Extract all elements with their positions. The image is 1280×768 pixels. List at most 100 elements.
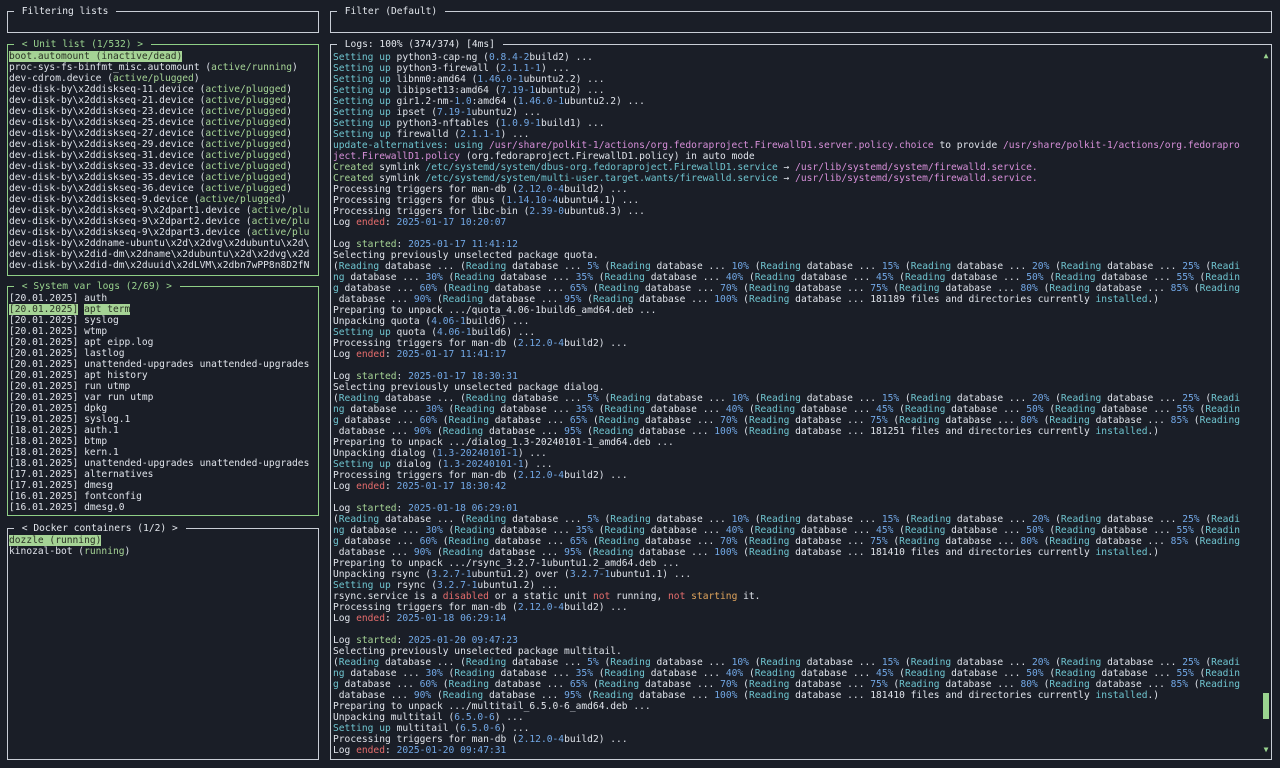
var-log-item[interactable]: [20.01.2025] syslog [9, 315, 317, 326]
scroll-down-arrow-icon[interactable]: ▼ [1263, 745, 1269, 754]
log-line-segment: Reading [748, 415, 790, 426]
log-line-segment: 7.19-1 [500, 85, 536, 96]
log-line-segment: it. [737, 591, 761, 602]
log-line-segment: disabled [442, 591, 489, 602]
unit-list-item[interactable]: dev-disk-by\x2did-dm\x2duuid\x2dLVM\x2db… [9, 260, 317, 271]
var-log-item[interactable]: [20.01.2025] dpkg [9, 403, 317, 414]
log-line-segment: : [396, 503, 409, 514]
log-line-segment: 45% [876, 525, 894, 536]
var-log-item[interactable]: [20.01.2025] unattended-upgrades unatten… [9, 359, 317, 370]
var-log-item[interactable]: [19.01.2025] syslog.1 [9, 414, 317, 425]
var-log-item[interactable]: [17.01.2025] dmesg [9, 480, 317, 491]
docker-containers-panel[interactable]: < Docker containers (1/2) > dozzle (runn… [7, 522, 319, 760]
unit-list-item[interactable]: dev-disk-by\x2ddiskseq-29.device (active… [9, 139, 317, 150]
var-log-item[interactable]: [20.01.2025] lastlog [9, 348, 317, 359]
unit-list-item[interactable]: dev-disk-by\x2ddiskseq-31.device (active… [9, 150, 317, 161]
unit-list-item[interactable]: dev-disk-by\x2ddiskseq-23.device (active… [9, 106, 317, 117]
var-log-item[interactable]: [20.01.2025] auth [9, 293, 317, 304]
unit-list-item[interactable]: proc-sys-fs-binfmt_misc.automount (activ… [9, 62, 317, 73]
unit-list-item-segment: dev-disk-by\x2ddiskseq-21.device ( [9, 95, 206, 106]
log-line-segment: 70% [720, 679, 738, 690]
filtering-lists-input[interactable]: Filtering lists [7, 5, 319, 33]
log-line-segment: Reading [442, 690, 484, 701]
var-log-item[interactable]: [20.01.2025] run utmp [9, 381, 317, 392]
log-line-segment: 1.0.9-1 [500, 118, 541, 129]
docker-container-item[interactable]: kinozal-bot (running) [9, 546, 317, 557]
var-log-item[interactable]: [18.01.2025] unattended-upgrades unatten… [9, 458, 317, 469]
unit-list-item[interactable]: dev-disk-by\x2ddiskseq-21.device (active… [9, 95, 317, 106]
unit-list: boot.automount (inactive/dead)proc-sys-f… [9, 51, 317, 273]
log-line-segment: Reading [1199, 536, 1240, 547]
log-line-segment: Reading [598, 679, 640, 690]
unit-list-item[interactable]: dev-disk-by\x2ddiskseq-9\x2dpart3.device… [9, 227, 317, 238]
unit-list-item[interactable]: dev-disk-by\x2ddiskseq-35.device (active… [9, 172, 317, 183]
log-line-segment: build2) ... [564, 734, 628, 745]
log-line-segment: database ... [333, 547, 414, 558]
log-line: Log ended: 2025-01-17 10:20:07 [333, 217, 1259, 228]
system-var-logs-panel[interactable]: < System var logs (2/69) > [20.01.2025] … [7, 280, 319, 516]
log-line-segment: Reading [338, 261, 380, 272]
unit-list-item[interactable]: dev-disk-by\x2ddiskseq-27.device (active… [9, 128, 317, 139]
log-line: database ... 90% (Reading database ... 9… [333, 690, 1259, 701]
var-log-item[interactable]: [17.01.2025] alternatives [9, 469, 317, 480]
var-log-item[interactable]: [20.01.2025] apt eipp.log [9, 337, 317, 348]
var-log-date: [20.01.2025] [9, 392, 79, 403]
log-line: ng database ... 30% (Reading database ..… [333, 272, 1259, 283]
unit-list-item[interactable]: dev-cdrom.device (active/plugged) [9, 73, 317, 84]
log-line-segment: Reading [610, 261, 651, 272]
log-line: (Reading database ... (Reading database … [333, 514, 1259, 525]
log-line-segment: 60% [419, 679, 437, 690]
log-line-segment: /etc/systemd/system/dbus-org.fedoraproje… [425, 162, 778, 173]
unit-list-item[interactable]: dev-disk-by\x2ddiskseq-9.device (active/… [9, 194, 317, 205]
log-line: Processing triggers for libc-bin (2.39-0… [333, 206, 1259, 217]
log-line-segment: python3-cap-ng ( [396, 52, 489, 63]
var-log-item[interactable]: [18.01.2025] kern.1 [9, 447, 317, 458]
var-log-item[interactable]: [20.01.2025] wtmp [9, 326, 317, 337]
unit-list-item-segment: active/plugged [205, 183, 287, 194]
unit-list-item[interactable]: dev-disk-by\x2ddiskseq-33.device (active… [9, 161, 317, 172]
logs-panel[interactable]: Logs: 100% (374/374) [4ms] Setting up py… [330, 38, 1272, 760]
unit-list-item[interactable]: boot.automount (inactive/dead) [9, 51, 317, 62]
log-line-segment: ( [592, 404, 605, 415]
log-line [333, 228, 1259, 239]
logs-scrollbar[interactable]: ▲ ▼ [1262, 51, 1270, 755]
log-line-segment: ng [333, 668, 345, 679]
log-line: Selecting previously unselected package … [333, 250, 1259, 261]
log-line-segment: 55% [1176, 272, 1194, 283]
log-line-segment: 15% [881, 393, 900, 404]
unit-list-panel[interactable]: < Unit list (1/532) > boot.automount (in… [7, 38, 319, 276]
var-log-date: [17.01.2025] [9, 469, 79, 480]
var-log-item[interactable]: [20.01.2025] apt term [9, 304, 317, 315]
scroll-up-arrow-icon[interactable]: ▲ [1263, 51, 1269, 60]
var-log-item[interactable]: [20.01.2025] var run utmp [9, 392, 317, 403]
unit-list-item[interactable]: dev-disk-by\x2ddiskseq-25.device (active… [9, 117, 317, 128]
log-line-segment: running, [610, 591, 669, 602]
log-line-segment: Reading [760, 393, 801, 404]
unit-list-item[interactable]: dev-disk-by\x2ddiskseq-11.device (active… [9, 84, 317, 95]
unit-list-item-segment: ) [286, 150, 293, 161]
var-log-item[interactable]: [18.01.2025] btmp [9, 436, 317, 447]
logs-scrollbar-thumb[interactable] [1263, 693, 1269, 719]
log-line-segment: Reading [465, 514, 507, 525]
log-line-segment: 6.5.0-6 [460, 723, 501, 734]
log-line-segment: 35% [575, 525, 593, 536]
unit-list-item[interactable]: dev-disk-by\x2ddiskseq-9\x2dpart2.device… [9, 216, 317, 227]
var-log-item[interactable]: [20.01.2025] apt history [9, 370, 317, 381]
unit-list-item[interactable]: dev-disk-by\x2did-dm\x2dname\x2dubuntu\x… [9, 249, 317, 260]
var-log-item[interactable]: [16.01.2025] dmesg.0 [9, 502, 317, 513]
log-line-segment: ( [598, 657, 611, 668]
unit-list-item[interactable]: dev-disk-by\x2ddiskseq-9\x2dpart1.device… [9, 205, 317, 216]
docker-container-item[interactable]: dozzle (running) [9, 535, 317, 546]
var-log-item[interactable]: [16.01.2025] fontconfig [9, 491, 317, 502]
log-line-segment: : [396, 635, 409, 646]
log-line-segment: : [385, 745, 397, 756]
unit-list-item[interactable]: dev-disk-by\x2ddname-ubuntu\x2d\x2dvg\x2… [9, 238, 317, 249]
unit-list-item[interactable]: dev-disk-by\x2ddiskseq-36.device (active… [9, 183, 317, 194]
log-line-segment: database ... [945, 272, 1027, 283]
var-log-item[interactable]: [18.01.2025] auth.1 [9, 425, 317, 436]
log-line-segment: Reading [910, 261, 952, 272]
filter-input[interactable]: Filter (Default) [330, 5, 1272, 33]
log-line-segment: 100% [714, 690, 738, 701]
log-line-segment: Reading [1060, 393, 1102, 404]
log-line-segment: Reading [748, 547, 790, 558]
